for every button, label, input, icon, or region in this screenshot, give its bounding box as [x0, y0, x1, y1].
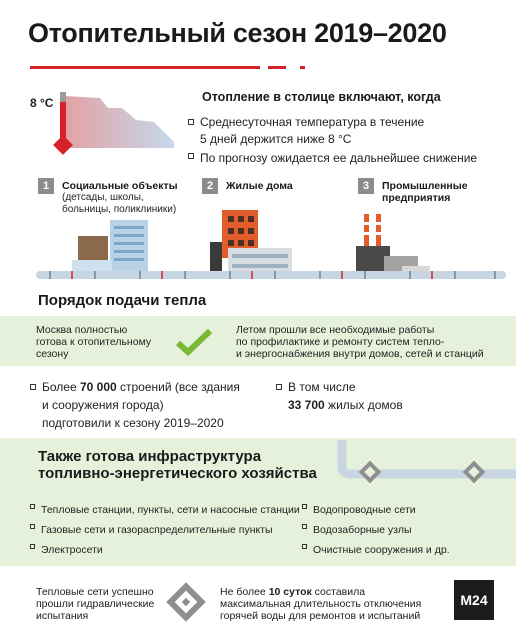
- condition-line: Среднесуточная температура в течение: [200, 115, 425, 129]
- supply-panel: [0, 316, 516, 366]
- heating-conditions: Среднесуточная температура в течение 5 д…: [188, 114, 488, 167]
- category-subtitle: больницы, поликлиники): [62, 204, 177, 215]
- stats-left: Более 70 000 строений (все здания и соор…: [30, 378, 260, 432]
- category-social: Социальные объекты (детсады, школы, боль…: [62, 180, 178, 216]
- pipe-band: [36, 271, 506, 279]
- infra-right-list: Водопроводные сети Водозаборные узлы Очи…: [302, 500, 450, 560]
- category-title: Жилые дома: [226, 180, 293, 192]
- category-residential: Жилые дома: [226, 180, 293, 192]
- list-item: Водозаборные узлы: [302, 520, 450, 540]
- thermometer-graphic: [53, 92, 174, 155]
- supply-right-text: Летом прошли все необходимые работы по п…: [236, 324, 484, 360]
- category-number: 2: [202, 178, 218, 194]
- category-title: Социальные объекты: [62, 180, 178, 192]
- category-title: Промышленные: [382, 180, 468, 192]
- m24-logo: M24: [454, 580, 494, 620]
- stats-left-line: Более 70 000 строений (все здания: [42, 380, 240, 394]
- bullet-icon: [276, 384, 282, 390]
- stats-right-line: В том числе: [288, 380, 356, 394]
- bullet-icon: [188, 153, 194, 159]
- supply-left-line: готова к отопительному: [36, 336, 152, 348]
- category-title: предприятия: [382, 192, 451, 204]
- stats-left-line: подготовили к сезону 2019–2020: [42, 416, 224, 430]
- check-icon: [175, 328, 213, 357]
- supply-heading: Порядок подачи тепла: [38, 292, 207, 309]
- infra-panel: [0, 438, 516, 566]
- category-number: 1: [38, 178, 54, 194]
- list-item: Очистные сооружения и др.: [302, 540, 450, 560]
- footer-days: 10 суток: [268, 586, 312, 598]
- bullet-icon: [30, 384, 36, 390]
- bullet-icon: [188, 119, 194, 125]
- supply-left-text: Москва полностью готова к отопительному …: [36, 324, 151, 360]
- title-underline-dash: [268, 66, 286, 69]
- condition-line: По прогнозу ожидается ее дальнейшее сниж…: [200, 151, 478, 165]
- title-underline-dot: [300, 66, 305, 69]
- title-underline: [30, 66, 260, 69]
- list-item: Электросети: [30, 540, 300, 560]
- stats-right-line: 33 700 жилых домов: [288, 398, 403, 412]
- buildings-illustration: [72, 210, 430, 276]
- list-item: Газовые сети и газораспределительные пун…: [30, 520, 300, 540]
- list-item: Тепловые станции, пункты, сети и насосны…: [30, 500, 300, 520]
- footer-right-text: Не более 10 суток составила максимальная…: [220, 586, 422, 622]
- category-number: 3: [358, 178, 374, 194]
- category-industrial: Промышленные предприятия: [382, 180, 468, 204]
- pipe-valve-graphic: [337, 440, 516, 484]
- list-item: Водопроводные сети: [302, 500, 450, 520]
- condition-line: 5 дней держится ниже 8 °С: [200, 132, 352, 146]
- supply-left-line: сезону: [36, 348, 69, 360]
- category-subtitle: (детсады, школы,: [62, 192, 144, 203]
- supply-right-line: по профилактике и ремонту систем тепло-: [236, 336, 445, 348]
- supply-right-line: и энергоснабжения внутри домов, сетей и …: [236, 348, 484, 360]
- stats-right: В том числе 33 700 жилых домов: [276, 378, 403, 414]
- infra-left-list: Тепловые станции, пункты, сети и насосны…: [30, 500, 300, 560]
- valve-icon: [166, 582, 206, 622]
- stats-residential-count: 33 700: [288, 398, 325, 412]
- footer-left-text: Тепловые сети успешно прошли гидравличес…: [36, 586, 155, 622]
- supply-left-line: Москва полностью: [36, 324, 128, 336]
- stats-left-line: и сооружения города): [42, 398, 164, 412]
- page-title: Отопительный сезон 2019–2020: [28, 18, 447, 48]
- temperature-label: 8 °С: [30, 96, 54, 110]
- stats-buildings-count: 70 000: [79, 380, 117, 394]
- infra-heading: Также готова инфраструктура топливно-эне…: [38, 448, 317, 482]
- supply-right-line: Летом прошли все необходимые работы: [236, 324, 435, 336]
- heating-heading: Отопление в столице включают, когда: [202, 90, 441, 104]
